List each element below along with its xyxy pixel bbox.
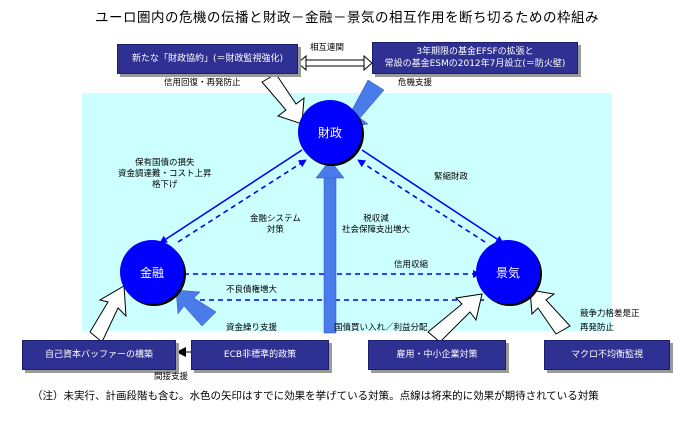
fiscal-node: 財政 [298, 100, 362, 164]
economy-node: 景気 [476, 240, 540, 304]
tight-fiscal-label: 緊縮財政 [434, 172, 469, 182]
bond-loss-label: 保有国債の損失 資金調達難・コスト上昇 格下げ [118, 158, 212, 190]
finance-to-fiscal-dashed-arrow [177, 159, 307, 243]
fin-system-label: 金融システム 対策 [250, 214, 301, 235]
npl-label: 不良債権増大 [226, 285, 278, 295]
crisis-support-label: 危機支援 [398, 78, 433, 88]
fiscal-to-finance-arrow [159, 149, 303, 244]
bank-capital-arrow [89, 285, 127, 343]
finance-node: 金融 [120, 240, 184, 304]
credit-recovery-label: 信用回復・再発防止 [164, 78, 241, 88]
competitiveness-label: 競争力格差是正 [580, 309, 640, 319]
credit-recovery-arrow [261, 73, 305, 125]
ecb-box: ECB非標準的政策 [191, 340, 329, 370]
tax-label: 税収減 社会保障支出増大 [342, 214, 411, 235]
mutual-link-arrow [297, 54, 373, 72]
bond-purchase-label: 国債買い入れ／利益分配 [334, 323, 428, 333]
macro-arrow [529, 289, 571, 335]
fiscal-to-economy-arrow [361, 149, 504, 244]
employment-box: 雇用・中小企業対策 [368, 340, 506, 370]
bank-capital-box: 自己資本バッファーの構築 [22, 340, 176, 370]
fund-support-arrow [175, 289, 217, 327]
recurrence-label: 再発防止 [580, 323, 615, 333]
fund-support-label: 資金繰り支援 [226, 323, 278, 333]
employment-arrow [427, 293, 483, 343]
efsf-esm-box: 3年期限の基金EFSFの拡張と 常設の基金ESMの2012年7月設立(＝防火壁) [372, 42, 578, 74]
mutual-label: 相互連関 [310, 43, 345, 53]
fiscal-compact-box: 新たな「財政協約」(＝財政監視強化) [117, 44, 298, 74]
macro-box: マクロ不均衡監視 [544, 340, 670, 370]
economy-to-fiscal-dashed-arrow [357, 159, 486, 243]
footnote: （注）未実行、計画段階も含む。水色の矢印はすでに効果を挙げている対策。点線は将来… [32, 390, 599, 402]
indirect-support-label: 間接支援 [154, 372, 189, 382]
bond-purchase-arrow [315, 159, 345, 334]
credit-crunch-label: 信用収縮 [394, 260, 429, 270]
page-title: ユーロ圏内の危機の伝播と財政－金融－景気の相互作用を断ち切るための枠組み [95, 10, 599, 26]
